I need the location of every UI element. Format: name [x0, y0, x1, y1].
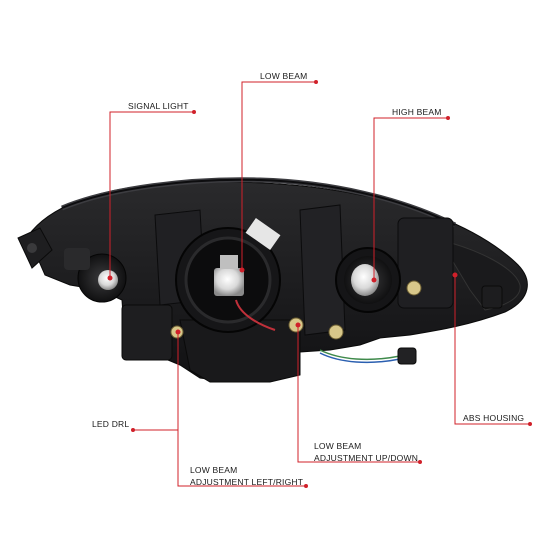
callout-low-beam	[241, 81, 316, 270]
label-abs-housing: ABS HOUSING	[463, 413, 525, 423]
low-beam-socket	[175, 218, 281, 333]
callout-dots	[107, 80, 532, 488]
callout-leftright	[177, 340, 306, 487]
label-low-beam-adjustment-left-right: LOW BEAM ADJUSTMENT LEFT/RIGHT	[190, 465, 304, 487]
label-low-beam: LOW BEAM	[260, 71, 308, 81]
abs-housing-tab	[481, 285, 503, 309]
label-high-beam: HIGH BEAM	[392, 107, 442, 117]
callout-signal-light	[109, 111, 194, 278]
callout-abs-housing	[454, 275, 530, 425]
headlight-housing	[17, 177, 528, 383]
callout-high-beam	[373, 117, 448, 280]
adjuster-screws	[170, 280, 422, 340]
high-beam-socket	[335, 247, 401, 313]
signal-light-socket	[64, 248, 127, 303]
label-led-drl: LED DRL	[92, 419, 130, 429]
wire-connector	[319, 347, 417, 365]
label-signal-light: SIGNAL LIGHT	[128, 101, 189, 111]
label-low-beam-adjustment-up-down: LOW BEAM ADJUSTMENT UP/DOWN	[314, 441, 419, 463]
callout-updown	[297, 325, 420, 463]
callouts	[109, 81, 530, 487]
